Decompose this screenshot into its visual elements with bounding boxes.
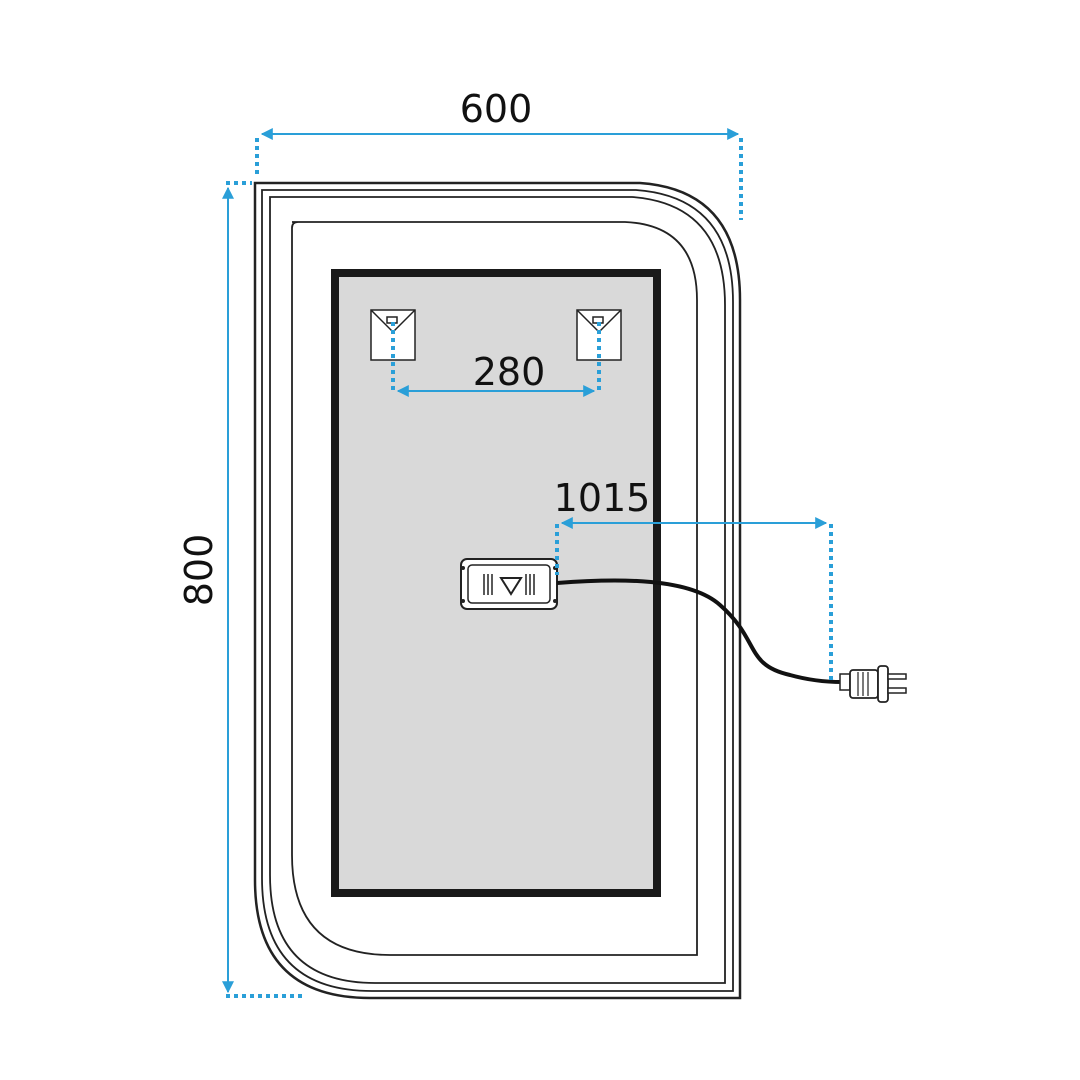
mirror-frame xyxy=(253,181,742,1000)
hanger-spacing-dimension: 280 xyxy=(391,322,601,397)
power-cable xyxy=(556,578,843,684)
hanger-spacing-label: 280 xyxy=(473,350,546,394)
height-dimension: 800 xyxy=(177,181,305,998)
width-label: 600 xyxy=(460,87,533,131)
power-plug-icon xyxy=(839,665,907,703)
hanger-bracket-icon xyxy=(576,309,622,361)
hanger-bracket-icon xyxy=(370,309,416,361)
cable-length-dimension: 1015 xyxy=(554,476,833,684)
power-driver-box-icon xyxy=(460,558,558,610)
width-dimension: 600 xyxy=(255,87,743,220)
cable-length-label: 1015 xyxy=(554,476,651,520)
height-label: 800 xyxy=(177,534,221,607)
